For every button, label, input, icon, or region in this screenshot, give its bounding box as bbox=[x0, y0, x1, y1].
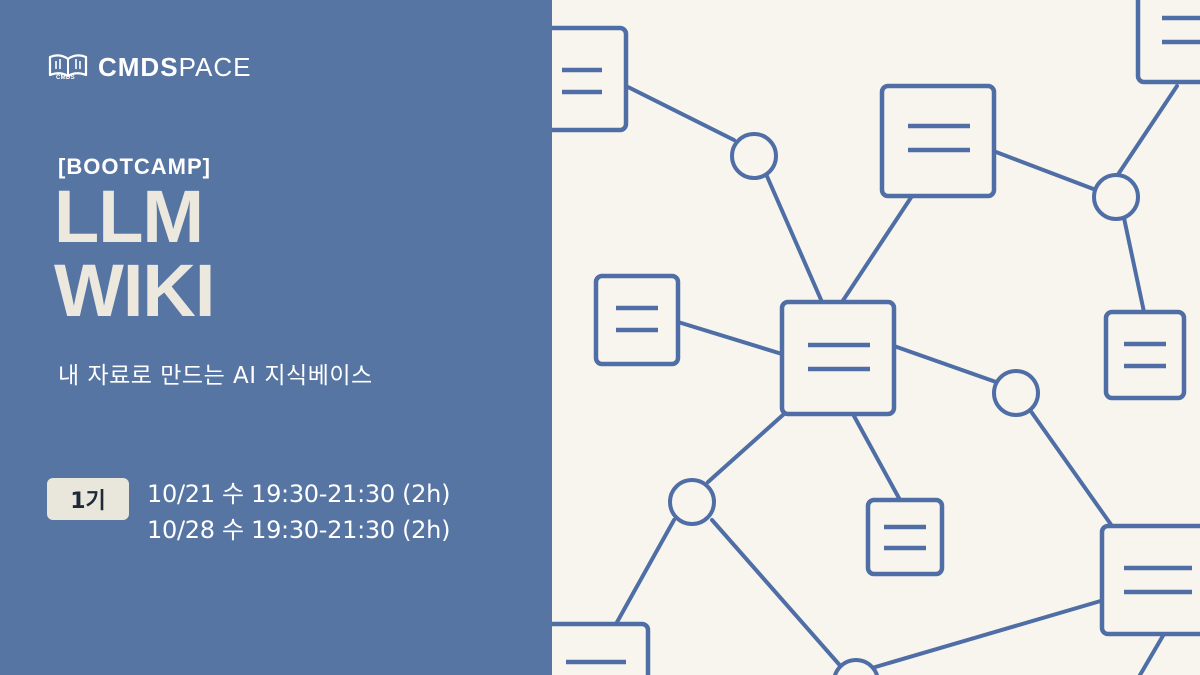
title-line-2: WIKI bbox=[54, 249, 215, 332]
document-node-icon bbox=[779, 299, 897, 417]
session-list: 10/21 수 19:30-21:30 (2h) 10/28 수 19:30-2… bbox=[147, 476, 450, 548]
session-item: 10/28 수 19:30-21:30 (2h) bbox=[147, 516, 451, 544]
circle-nodes bbox=[668, 132, 1140, 675]
document-node-icon bbox=[593, 273, 681, 367]
circle-node-icon bbox=[1092, 173, 1140, 221]
document-node-icon bbox=[552, 621, 651, 675]
logo-mark-text: CMDS bbox=[56, 75, 75, 81]
subtitle: 내 자료로 만드는 AI 지식베이스 bbox=[58, 363, 373, 389]
document-node-icon bbox=[552, 25, 629, 133]
cohort-badge: 1기 bbox=[47, 478, 129, 520]
circle-node-icon bbox=[668, 478, 716, 526]
document-node-icon bbox=[879, 83, 997, 199]
knowledge-graph bbox=[552, 0, 1200, 675]
session-item: 10/21 수 19:30-21:30 (2h) bbox=[147, 480, 451, 508]
page-title: LLM WIKI bbox=[54, 175, 215, 332]
circle-node-icon bbox=[730, 132, 778, 180]
knowledge-graph-illustration bbox=[552, 0, 1200, 675]
book-logo-icon: CMDS bbox=[46, 49, 92, 85]
document-node-icon bbox=[865, 497, 945, 577]
document-node-icon bbox=[1135, 0, 1200, 85]
left-panel: CMDS CMDS PACE [BOOTCAMP] LLM WIKI 내 자료로… bbox=[0, 0, 552, 675]
graph-edges bbox=[614, 84, 1179, 675]
document-nodes bbox=[552, 0, 1200, 675]
circle-node-icon bbox=[992, 369, 1040, 417]
document-node-icon bbox=[1099, 523, 1200, 637]
circle-node-icon bbox=[833, 658, 879, 675]
brand-logo: CMDS CMDS PACE bbox=[46, 50, 251, 84]
title-line-1: LLM bbox=[54, 175, 204, 258]
document-node-icon bbox=[1103, 309, 1187, 401]
bootcamp-kicker: [BOOTCAMP] bbox=[58, 154, 211, 179]
brand-name: CMDS PACE bbox=[98, 52, 251, 83]
brand-name-bold: CMDS bbox=[98, 51, 179, 82]
brand-name-light: PACE bbox=[178, 51, 252, 82]
